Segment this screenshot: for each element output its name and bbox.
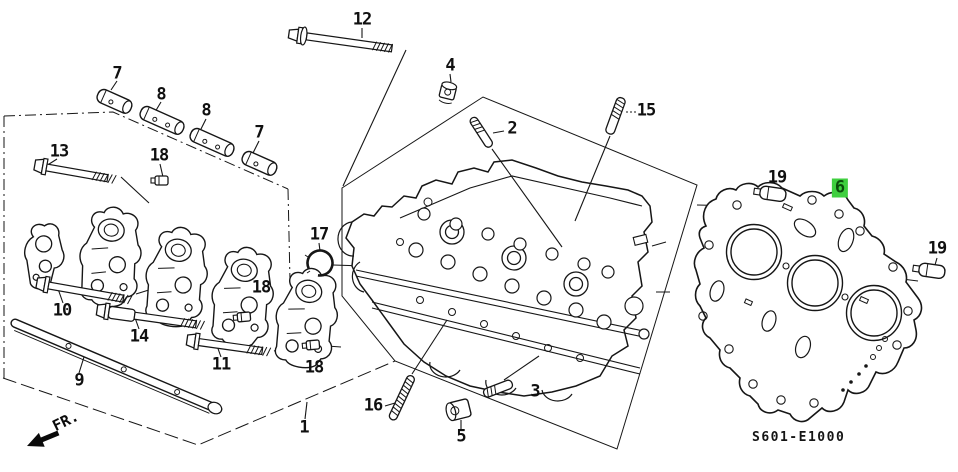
callout-3[interactable]: 3 xyxy=(530,381,540,402)
rocker-shaft-8b xyxy=(187,125,237,159)
callout-19[interactable]: 19 xyxy=(767,167,788,188)
overlay-leader-lines xyxy=(411,135,611,381)
sealing-plug-18a xyxy=(150,175,169,186)
dowel-pin-19b xyxy=(911,261,947,280)
callout-10[interactable]: 10 xyxy=(52,300,73,321)
callout-8[interactable]: 8 xyxy=(156,84,166,105)
bolt-11 xyxy=(185,332,272,357)
cap-4 xyxy=(438,81,458,104)
front-direction-arrow xyxy=(27,430,60,447)
callout-15[interactable]: 15 xyxy=(636,100,657,121)
callout-11[interactable]: 11 xyxy=(211,354,232,375)
rocker-end-bracket xyxy=(24,223,65,290)
head-gasket-drawing xyxy=(693,181,923,423)
callout-18[interactable]: 18 xyxy=(304,357,325,378)
callout-14[interactable]: 14 xyxy=(129,326,150,347)
bolt-10 xyxy=(35,275,133,305)
stud-15 xyxy=(605,96,626,135)
callout-17[interactable]: 17 xyxy=(309,224,330,245)
callout-12[interactable]: 12 xyxy=(352,9,373,30)
callout-7[interactable]: 7 xyxy=(112,63,122,84)
rocker-shaft-7b xyxy=(239,148,280,178)
rocker-shafts xyxy=(94,86,280,178)
rocker-arm-assembly-group xyxy=(24,202,350,375)
callout-16[interactable]: 16 xyxy=(363,395,384,416)
stud-16 xyxy=(388,374,415,421)
callout-1[interactable]: 1 xyxy=(299,417,309,438)
callout-2[interactable]: 2 xyxy=(507,118,517,139)
bolt-14 xyxy=(95,302,205,330)
callout-4[interactable]: 4 xyxy=(445,55,455,76)
callout-7[interactable]: 7 xyxy=(254,122,264,143)
callout-18[interactable]: 18 xyxy=(149,145,170,166)
bolt-13 xyxy=(33,157,117,184)
callout-19[interactable]: 19 xyxy=(927,238,948,259)
rocker-shaft-8a xyxy=(137,103,187,137)
callout-13[interactable]: 13 xyxy=(49,141,70,162)
rocker-bolts xyxy=(33,157,272,357)
cylinder-head-drawing xyxy=(337,159,670,402)
seal-ring-17 xyxy=(304,249,334,277)
rocker-arm-tower xyxy=(201,241,285,353)
rocker-shaft-rail-9 xyxy=(10,318,223,415)
callout-5[interactable]: 5 xyxy=(456,426,466,447)
callout-9[interactable]: 9 xyxy=(74,370,84,391)
stud-bolt-12 xyxy=(287,26,394,53)
assembly-boxes xyxy=(2,96,698,450)
dowel-pin-3 xyxy=(482,379,514,398)
callout-6[interactable]: 6 xyxy=(831,178,849,198)
callout-8[interactable]: 8 xyxy=(201,100,211,121)
diagram-code: S601-E1000 xyxy=(752,430,846,445)
stud-2 xyxy=(469,116,493,148)
cap-5 xyxy=(445,398,472,422)
callout-18[interactable]: 18 xyxy=(251,277,272,298)
rocker-shaft-7a xyxy=(94,86,135,116)
